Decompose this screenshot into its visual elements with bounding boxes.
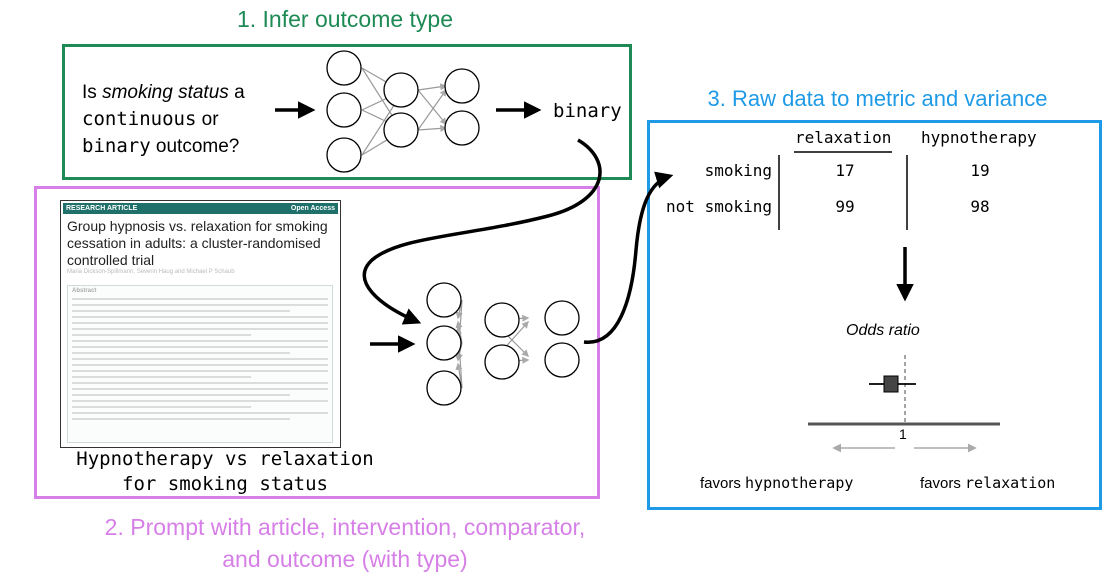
nn1-node [326,50,362,86]
abstract-text [72,298,328,424]
option-continuous: continuous [82,108,197,130]
article-abstract: Abstract [67,285,333,443]
cell-not-smoking-relaxation: 99 [835,197,855,216]
point-estimate [883,375,899,393]
outcome-question: Is smoking status a continuous or binary… [82,80,262,160]
nn2-node [426,370,462,406]
cell-smoking-relaxation: 17 [835,161,855,180]
nn1-node [383,112,419,148]
cell-smoking-hypnotherapy: 19 [970,161,990,180]
nn2-node [426,282,462,318]
favors-comparator: relaxation [965,474,1056,492]
table-lines [778,151,908,230]
step2-box [34,186,600,499]
article-banner-right: Open Access [290,205,335,212]
abstract-heading: Abstract [72,288,97,294]
neural-network-step1 [361,67,448,156]
forest-plot [808,355,1000,453]
col-header-relaxation: relaxation [795,128,892,147]
nn1-node [444,68,480,104]
favors-word: favors [920,475,966,492]
step2-title: 2. Prompt with article, intervention, co… [0,511,690,575]
prompt-caption: Hypnotherapy vs relaxation for smoking s… [34,447,416,497]
step3-box [647,120,1102,510]
article-thumbnail: RESEARCH ARTICLE Open Access Group hypno… [60,200,341,448]
question-text: or [196,109,219,130]
question-text: Is [82,82,103,103]
question-text: a [228,82,245,103]
option-binary: binary [82,135,151,157]
article-authors: Maria Dickson-Spillmann, Severin Haug an… [67,269,235,275]
prompt-caption-line2: for smoking status [122,473,328,495]
row-label-smoking: smoking [704,161,772,180]
favors-word: favors [700,475,746,492]
nn2-node [544,300,580,336]
question-outcome: smoking status [102,82,229,103]
step3-title: 3. Raw data to metric and variance [707,86,1048,111]
step2-title-line2: and outcome (with type) [222,546,468,572]
nn1-node [326,92,362,128]
outcome-type-result: binary [553,100,622,122]
arrow-binary-to-nn2 [362,138,602,325]
favors-relaxation-label: favors relaxation [920,474,1055,492]
nn1-node [383,72,419,108]
odds-ratio-label: Odds ratio [846,322,920,339]
nn2-node [426,325,462,361]
prompt-caption-line1: Hypnotherapy vs relaxation [76,448,374,470]
question-text: outcome? [150,136,240,157]
row-label-not-smoking: not smoking [666,197,772,216]
step1-title: 1. Infer outcome type [236,6,454,32]
arrow-nn2-to-table [583,171,674,344]
article-title: Group hypnosis vs. relaxation for smokin… [67,218,328,268]
step2-title-line1: 2. Prompt with article, intervention, co… [104,514,586,540]
col-header-hypnotherapy: hypnotherapy [921,128,1037,147]
favors-hypnotherapy-label: favors hypnotherapy [700,474,853,492]
favors-intervention: hypnotherapy [745,474,854,492]
cell-not-smoking-hypnotherapy: 98 [970,197,990,216]
axis-center-label: 1 [899,426,907,442]
article-banner-left: RESEARCH ARTICLE [66,205,138,212]
nn1-node [326,137,362,173]
nn1-node [444,110,480,146]
article-banner: RESEARCH ARTICLE Open Access [63,203,338,214]
step1-box [62,44,632,180]
nn2-node [484,344,520,380]
nn2-node [544,342,580,378]
nn2-node [484,302,520,338]
